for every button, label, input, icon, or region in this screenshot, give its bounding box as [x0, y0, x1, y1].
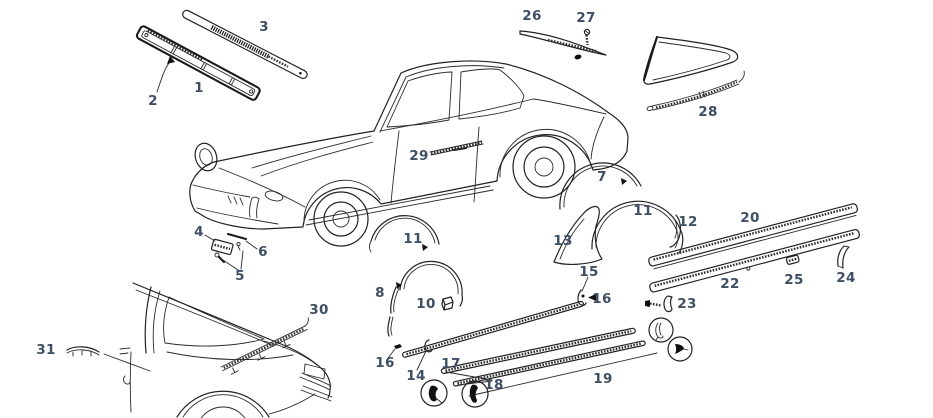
- quarter-window-frame-drawing: [642, 35, 739, 85]
- arch-end-part12-drawing: [669, 214, 682, 248]
- grille-trim-part1-drawing: [135, 25, 261, 101]
- clip-part14-drawing: [416, 339, 433, 371]
- sill-trim-part20-drawing: [648, 203, 858, 270]
- rear-car-drawing: [119, 282, 333, 418]
- clip-part25-drawing: [785, 254, 800, 265]
- clip-part15-drawing: [577, 276, 589, 306]
- badge-parts-4-5-6-drawing: [204, 232, 258, 271]
- magnifier-circle-2: [461, 380, 489, 408]
- trim-blade-part26-drawing: [519, 30, 607, 56]
- sill-edge-line: [468, 352, 658, 397]
- arch-trim-parts-8-10-drawing: [387, 260, 463, 337]
- sill-strip-part19-drawing: [452, 340, 646, 387]
- main-car-drawing: [189, 60, 629, 247]
- wheel-arch-trim-part11-rear-drawing: [591, 200, 684, 254]
- magnifier-circle-1: [420, 379, 448, 407]
- wheel-arch-trim-part7-drawing: [559, 162, 642, 210]
- front-arch-trim-part11-drawing: [369, 215, 440, 253]
- leader-part18: [445, 371, 493, 386]
- clip-part16-left-drawing: [387, 344, 402, 359]
- screw-part27-drawing: [574, 28, 591, 60]
- door-trim-part29-on-car: [429, 140, 484, 156]
- trim-part31-drawing: [66, 346, 151, 372]
- trim-strip-part3-drawing: [182, 9, 308, 80]
- leader-arrow-part2: [156, 56, 175, 93]
- fasteners-part23-drawing: [645, 295, 673, 313]
- magnifier-circle-3: [648, 317, 674, 343]
- sill-trim-part22-drawing: [649, 229, 860, 293]
- window-trim-part28-drawing: [646, 70, 745, 112]
- lid-trim-part30-drawing: [220, 317, 309, 375]
- magnifier-circle-4: [667, 336, 693, 362]
- end-cap-part24-drawing: [837, 245, 850, 269]
- sill-strip-part18-drawing: [440, 327, 636, 375]
- arrow-part16-right: [588, 294, 596, 301]
- stone-guard-part13-drawing: [553, 205, 603, 265]
